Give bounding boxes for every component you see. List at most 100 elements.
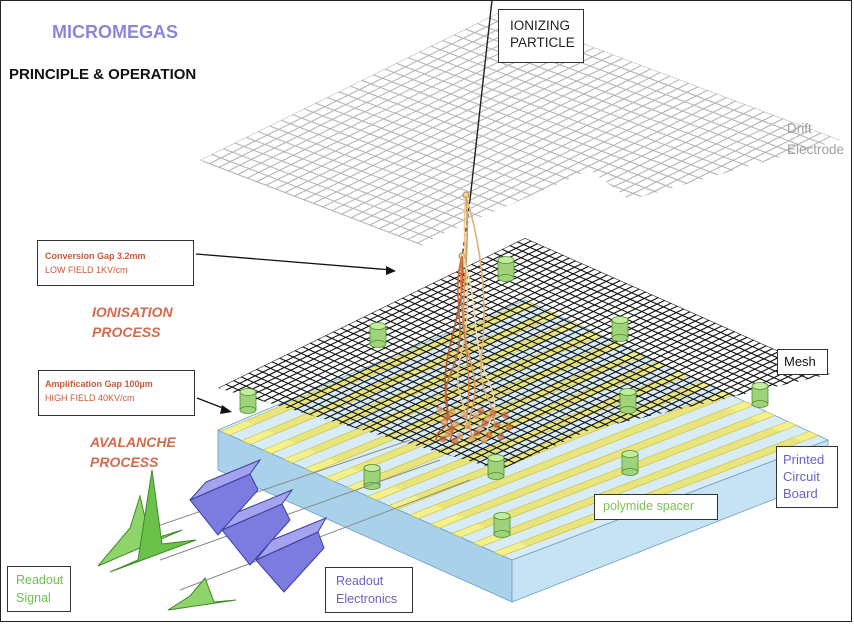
mesh-line [279, 357, 585, 470]
strip-shade [392, 377, 673, 491]
label-line: Amplification Gap 100µm [45, 379, 153, 389]
conversion-gap-label: Conversion Gap 3.2mm LOW FIELD 1KV/cm [37, 240, 194, 286]
mesh-line [455, 271, 762, 409]
label-line: Board [783, 486, 818, 501]
readout-strip [493, 431, 820, 557]
polymide-spacer-label: polymide spacer [594, 494, 718, 520]
spacer-top [751, 382, 769, 390]
label-line: Signal [16, 591, 51, 605]
drift-grid-line [430, 45, 771, 176]
label-line: PROCESS [90, 454, 159, 470]
diagram-title: MICROMEGAS [52, 22, 178, 42]
mesh-line [501, 248, 808, 386]
mesh-line [394, 301, 700, 439]
avalanche-process-label: AVALANCHE PROCESS [90, 432, 176, 472]
drift-grid-line [419, 51, 760, 181]
electron-drift-paths [435, 195, 513, 445]
avalanche-charge [493, 421, 501, 429]
amplifier-triangle-top [221, 488, 294, 531]
avalanche-charge [468, 434, 476, 442]
readout-strip [451, 411, 776, 538]
mesh-line [509, 244, 815, 383]
mesh-line [248, 372, 554, 470]
amplifier-triangle-top [255, 516, 328, 561]
strip-shade [434, 397, 717, 509]
mesh-line [256, 368, 562, 470]
amplification-gap-label: Amplification Gap 100µm HIGH FIELD 40KV/… [38, 370, 195, 416]
mesh-line [409, 293, 716, 431]
spacer-bottom [487, 472, 505, 480]
mesh-line [425, 286, 731, 424]
mesh-line [517, 241, 823, 379]
avalanche-charge [477, 407, 485, 415]
avalanche-charge [505, 423, 513, 431]
readout-strip [409, 391, 733, 520]
avalanche-charge [460, 410, 468, 418]
arrowhead [386, 266, 396, 275]
readout-electronics-label: Readout Electronics [325, 567, 413, 613]
label-line: Electronics [336, 592, 398, 606]
micromesh [218, 238, 830, 470]
drift-grid-line [372, 74, 714, 204]
avalanche-charge [443, 413, 451, 421]
spacer-top [493, 512, 511, 520]
avalanche-charge [451, 437, 459, 445]
avalanche-charge [448, 408, 456, 416]
drift-grid-line [501, 125, 803, 258]
label-line: Printed [783, 452, 825, 467]
label-line: LOW FIELD 1KV/cm [45, 265, 128, 275]
drift-grid-line [407, 57, 748, 187]
mesh-line [401, 297, 708, 435]
electron-trail [460, 255, 470, 421]
pointer-arrows [195, 253, 396, 414]
spacer-bottom [369, 340, 387, 348]
spacer-bottom [751, 400, 769, 408]
drift-grid-line [442, 39, 783, 170]
spacer-bottom [239, 406, 257, 414]
strip-shade [371, 367, 652, 481]
spacer-bottom [621, 468, 639, 476]
ionisation-process-label: IONISATION PROCESS [92, 302, 173, 342]
readout-wire [139, 439, 411, 533]
mesh-line [263, 364, 570, 470]
strip-shade [498, 427, 781, 537]
avalanche-charge [439, 435, 447, 443]
drift-electrode-label: Drift Electrode [784, 116, 854, 164]
mesh-line [494, 252, 800, 390]
track-line-solid [469, 0, 493, 201]
signal-pulse [167, 577, 237, 611]
readout-electronics [139, 439, 471, 593]
mesh-line [417, 289, 723, 428]
label-line: IONIZING [510, 18, 570, 33]
drift-grid-line [384, 68, 725, 199]
avalanche-charge [476, 424, 484, 432]
drift-grid-line [338, 91, 679, 222]
electron-trail [456, 195, 469, 431]
spacer-bottom [619, 406, 637, 414]
strip-shade [477, 417, 760, 528]
signal-pulse [109, 469, 197, 573]
conversion-gap-arrow [195, 253, 393, 271]
label-line: Circuit [783, 469, 820, 484]
drift-grid-line [349, 85, 691, 216]
drift-grid-line [445, 103, 746, 255]
mesh-line [440, 278, 746, 416]
label-line: PROCESS [92, 324, 161, 340]
label-line: Conversion Gap 3.2mm [45, 251, 146, 261]
spacer-top [369, 322, 387, 330]
track-line-dashed [461, 199, 471, 259]
mesh-line [271, 361, 577, 470]
drift-grid-line [511, 128, 812, 258]
mesh-label: Mesh [777, 349, 828, 375]
readout-strip [262, 321, 581, 455]
drift-grid-line [520, 132, 822, 258]
readout-wire [179, 479, 471, 591]
strip-shade [519, 437, 803, 547]
drift-grid-line [211, 153, 552, 258]
spacer-top [619, 388, 637, 396]
avalanche-charge [447, 425, 455, 433]
avalanche-charge [480, 436, 488, 444]
